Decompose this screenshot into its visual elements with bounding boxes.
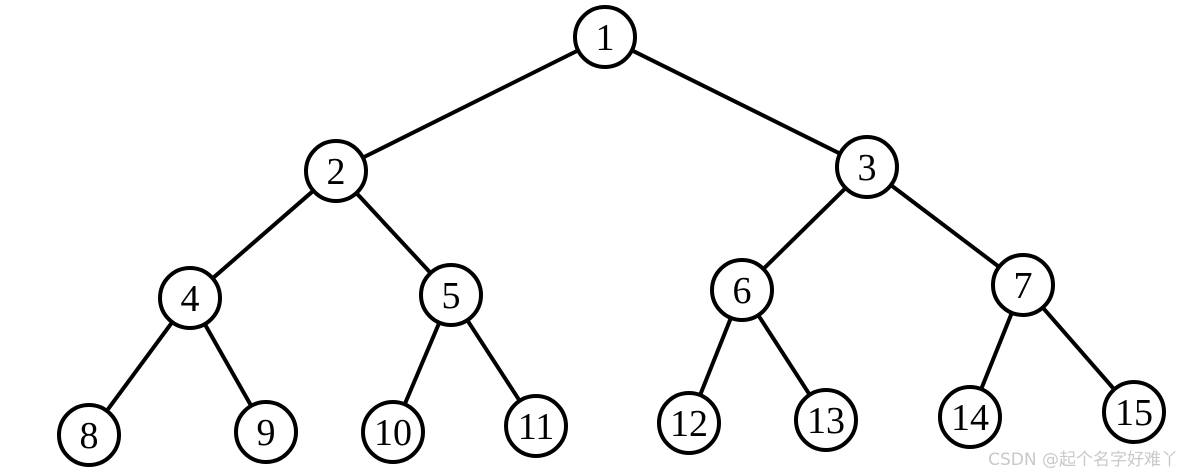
tree-node-2: 2 <box>304 139 368 203</box>
tree-node-9: 9 <box>234 400 298 464</box>
edge-1-3 <box>629 48 843 156</box>
node-circle <box>361 400 425 464</box>
edge-2-5 <box>354 190 433 276</box>
tree-node-8: 8 <box>57 403 121 467</box>
edge-2-4 <box>210 188 316 281</box>
node-label: 1 <box>596 17 615 59</box>
edge-4-9 <box>202 322 254 408</box>
tree-node-1: 1 <box>573 5 637 69</box>
edge-6-13 <box>756 313 812 397</box>
edge-6-12 <box>698 315 733 398</box>
node-circle <box>234 400 298 464</box>
node-label: 14 <box>951 397 989 439</box>
node-circle <box>794 388 858 452</box>
tree-node-10: 10 <box>361 400 425 464</box>
tree-node-7: 7 <box>991 253 1055 317</box>
edge-3-6 <box>761 186 848 271</box>
tree-node-4: 4 <box>158 266 222 330</box>
edge-5-10 <box>402 320 442 407</box>
node-circle <box>1102 380 1166 444</box>
edge-5-11 <box>465 318 522 403</box>
edge-3-7 <box>888 183 1002 269</box>
tree-node-5: 5 <box>419 263 483 327</box>
node-circle <box>835 135 899 199</box>
edge-1-2 <box>360 48 581 160</box>
tree-node-13: 13 <box>794 388 858 452</box>
node-label: 4 <box>181 278 200 320</box>
node-label: 5 <box>442 275 461 317</box>
node-label: 9 <box>257 412 276 454</box>
node-label: 10 <box>374 412 412 454</box>
node-circle <box>991 253 1055 317</box>
tree-node-3: 3 <box>835 135 899 199</box>
tree-node-15: 15 <box>1102 380 1166 444</box>
node-label: 13 <box>807 400 845 442</box>
node-circle <box>657 391 721 455</box>
node-circle <box>710 258 774 322</box>
node-circle <box>419 263 483 327</box>
node-circle <box>938 385 1002 449</box>
edge-4-8 <box>104 320 175 413</box>
tree-edges <box>104 48 1117 413</box>
tree-node-11: 11 <box>504 394 568 458</box>
edge-7-15 <box>1040 305 1117 392</box>
node-circle <box>504 394 568 458</box>
tree-node-14: 14 <box>938 385 1002 449</box>
tree-node-12: 12 <box>657 391 721 455</box>
node-label: 11 <box>518 406 555 448</box>
tree-node-6: 6 <box>710 258 774 322</box>
node-circle <box>158 266 222 330</box>
node-label: 8 <box>80 415 99 457</box>
node-label: 3 <box>858 147 877 189</box>
node-label: 15 <box>1115 392 1153 434</box>
csdn-watermark: CSDN @起个名字好难丫 <box>988 450 1178 470</box>
node-circle <box>304 139 368 203</box>
node-circle <box>573 5 637 69</box>
node-circle <box>57 403 121 467</box>
node-label: 12 <box>670 403 708 445</box>
node-label: 2 <box>327 151 346 193</box>
node-label: 7 <box>1014 265 1033 307</box>
node-label: 6 <box>733 270 752 312</box>
edge-7-14 <box>979 310 1014 392</box>
